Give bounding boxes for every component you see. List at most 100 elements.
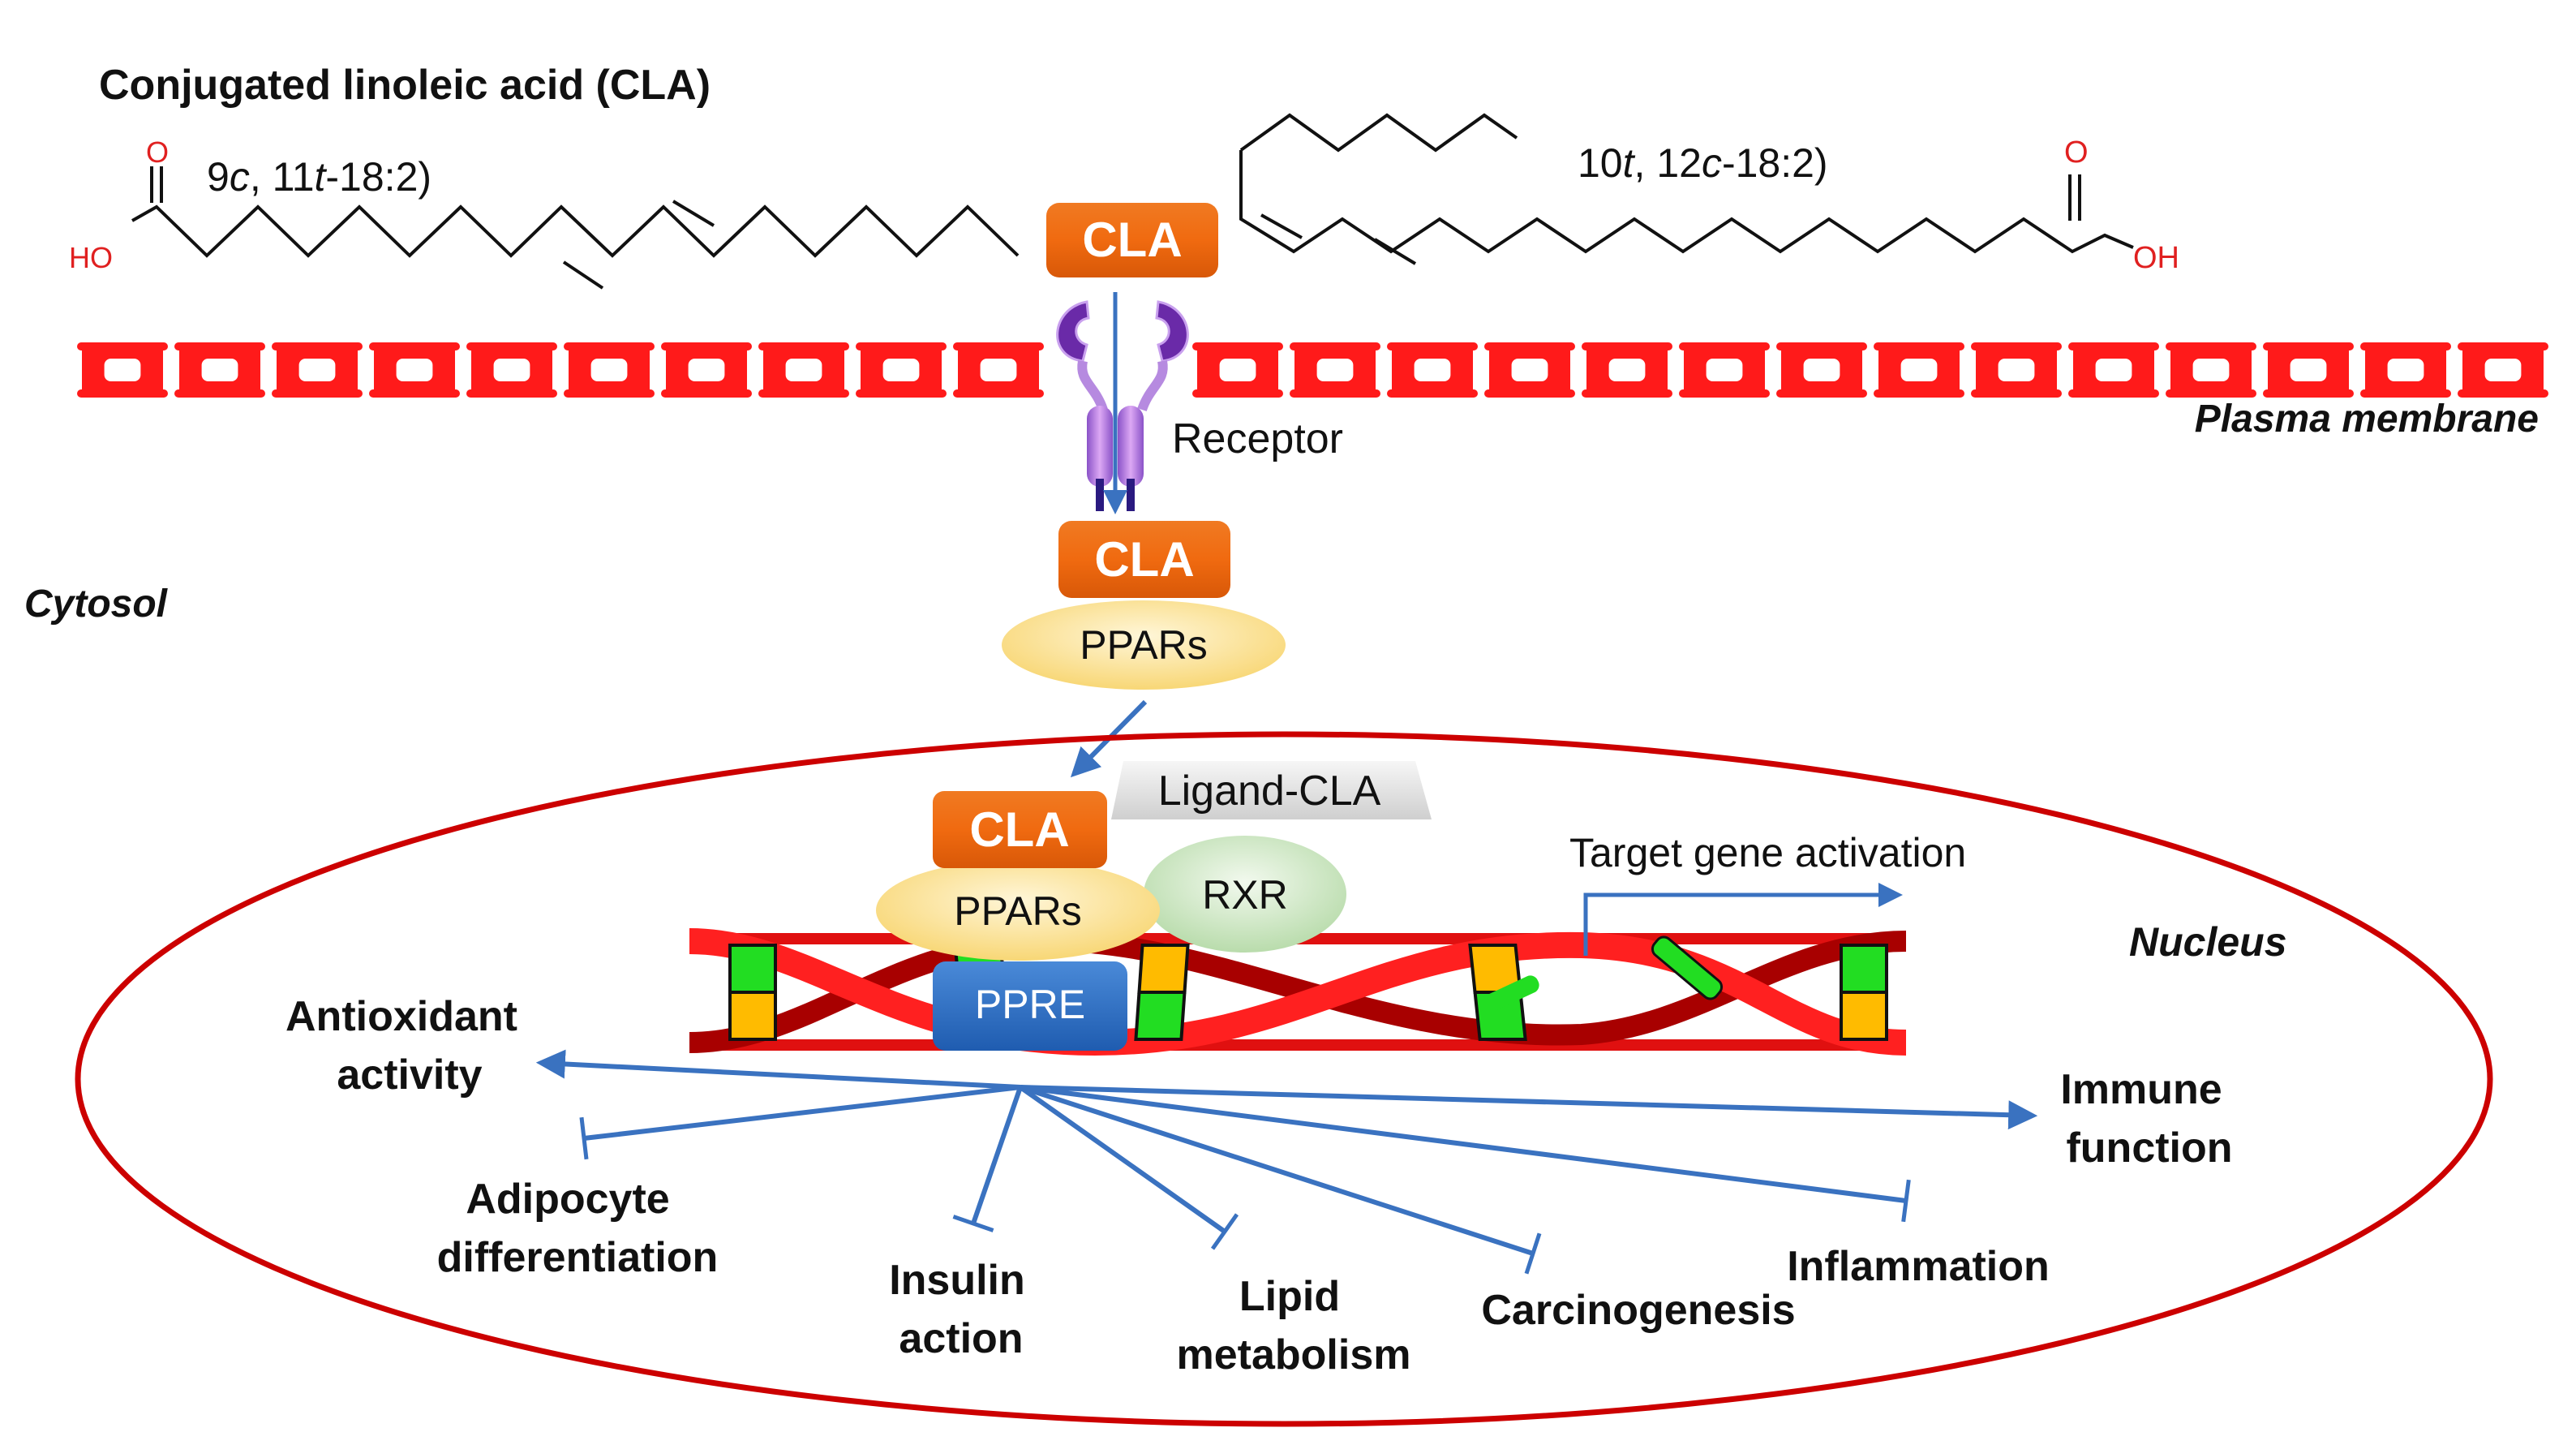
inhibition-bar-carcinogenesis bbox=[1524, 1232, 1542, 1275]
membrane-lipid-unit bbox=[856, 342, 947, 398]
receptor-left-binding-site bbox=[1056, 300, 1090, 363]
dna-base-pair bbox=[1134, 944, 1190, 1041]
membrane-lipid-unit bbox=[1874, 342, 1964, 398]
membrane-lipid-unit bbox=[1290, 342, 1380, 398]
effect-label-antioxidant: Antioxidant bbox=[286, 993, 517, 1040]
membrane-lipid-unit bbox=[1679, 342, 1770, 398]
diagram-title: Conjugated linoleic acid (CLA) bbox=[99, 62, 711, 109]
right-molecule-chain bbox=[1239, 150, 2134, 254]
effect-arrow-adipocyte bbox=[583, 1085, 1021, 1141]
effect-label-lipid-line2: metabolism bbox=[1177, 1331, 1411, 1378]
ligand-cla-tag: Ligand-CLA bbox=[1111, 761, 1432, 819]
membrane-lipid-unit bbox=[1192, 342, 1283, 398]
right-double-bond-1 bbox=[1260, 213, 1303, 239]
receptor-right-binding-site bbox=[1155, 300, 1189, 363]
cla-ppars-rxr-complex: RXR PPARs CLA PPRE bbox=[876, 791, 1346, 1051]
receptor-right-stalk bbox=[1137, 359, 1168, 412]
right-double-bond-2 bbox=[1373, 238, 1417, 265]
cla-box-nucleus-label: CLA bbox=[969, 802, 1069, 857]
ppars-nucleus-label: PPARs bbox=[954, 888, 1081, 934]
effect-arrow-immune bbox=[1020, 1085, 2038, 1130]
membrane-lipid-unit bbox=[564, 342, 655, 398]
inhibition-bar-insulin bbox=[952, 1215, 994, 1232]
right-carbonyl-oxygen: O bbox=[2064, 135, 2089, 170]
left-double-bond-1 bbox=[562, 260, 604, 290]
dna-bottom-strand bbox=[689, 1039, 1906, 1051]
ppars-cytosol-label: PPARs bbox=[1080, 622, 1207, 668]
cla-ppars-complex-cytosol: PPARs CLA bbox=[1002, 521, 1286, 690]
membrane-lipid-unit bbox=[661, 342, 752, 398]
dna-front-strand bbox=[689, 928, 1907, 1056]
membrane-lipid-unit bbox=[2166, 342, 2256, 398]
membrane-lipid-unit bbox=[1582, 342, 1672, 398]
effect-label-antioxidant-line2: activity bbox=[337, 1051, 482, 1099]
membrane-lipid-unit bbox=[953, 342, 1044, 398]
dna-base-pair bbox=[1840, 944, 1888, 1041]
left-cla-molecule: O HO 9c, 11t-18:2) bbox=[69, 135, 1020, 290]
receptor-label: Receptor bbox=[1172, 415, 1343, 462]
effect-arrow-lipid bbox=[1019, 1085, 1226, 1234]
membrane-lipid-unit bbox=[2360, 342, 2451, 398]
effect-arrow-inflammation bbox=[1020, 1085, 1907, 1203]
inhibition-bar-adipocyte bbox=[579, 1116, 589, 1160]
effect-label-lipid: Lipid bbox=[1239, 1273, 1340, 1320]
membrane-lipid-unit bbox=[369, 342, 460, 398]
effect-label-adipocyte: Adipocyte bbox=[466, 1176, 669, 1223]
dna-base-pair bbox=[1651, 935, 1724, 1000]
left-carbonyl-oxygen: O bbox=[146, 135, 169, 169]
right-molecule-tail bbox=[1239, 113, 1518, 153]
membrane-lipid-unit bbox=[2068, 342, 2159, 398]
cytosol-label: Cytosol bbox=[24, 583, 169, 626]
effect-arrow-antioxidant bbox=[535, 1049, 1021, 1090]
membrane-lipid-unit bbox=[758, 342, 849, 398]
membrane-lipid-unit bbox=[1971, 342, 2062, 398]
effect-label-immune: Immune bbox=[2060, 1066, 2222, 1113]
receptor-right-tail bbox=[1127, 479, 1135, 511]
effect-arrow-insulin bbox=[971, 1086, 1023, 1224]
effect-arrow-carcinogenesis bbox=[1020, 1085, 1534, 1256]
membrane-lipid-unit bbox=[1776, 342, 1867, 398]
cla-box-cytosol bbox=[1058, 521, 1230, 598]
right-molecule-label: 10t, 12c-18:2) bbox=[1578, 140, 1828, 186]
membrane-lipid-unit bbox=[466, 342, 557, 398]
inhibition-bar-inflammation bbox=[1901, 1179, 1911, 1223]
effect-label-insulin-line2: action bbox=[899, 1315, 1023, 1362]
plasma-membrane bbox=[77, 342, 2548, 398]
receptor-right-domain bbox=[1118, 406, 1144, 487]
nucleus-envelope bbox=[75, 731, 2493, 1427]
cla-box-nucleus bbox=[933, 791, 1107, 868]
right-cla-molecule: O OH 10t, 12c-18:2) bbox=[1239, 113, 2179, 275]
ppre-box bbox=[933, 961, 1127, 1051]
target-gene-label: Target gene activation bbox=[1569, 830, 1966, 875]
effect-label-immune-line2: function bbox=[2066, 1125, 2232, 1172]
ppars-ellipse-nucleus bbox=[876, 860, 1160, 961]
dna-base-pair bbox=[728, 944, 777, 1041]
nucleus-label: Nucleus bbox=[2129, 919, 2287, 965]
right-hydroxyl: OH bbox=[2133, 241, 2179, 275]
membrane-lipid-unit bbox=[1484, 342, 1575, 398]
left-molecule-label: 9c, 11t-18:2) bbox=[207, 154, 431, 200]
receptor bbox=[1056, 292, 1189, 514]
receptor-left-domain bbox=[1087, 406, 1113, 487]
rxr-label: RXR bbox=[1202, 872, 1288, 918]
target-gene-arrow bbox=[1583, 883, 1903, 956]
membrane-lipid-unit bbox=[174, 342, 265, 398]
left-molecule-chain bbox=[131, 204, 1020, 258]
effect-label-adipocyte-line2: differentiation bbox=[437, 1234, 719, 1281]
ppars-ellipse-cytosol bbox=[1002, 600, 1286, 690]
cla-box-extracellular-label: CLA bbox=[1082, 213, 1182, 267]
ligand-cla-label: Ligand-CLA bbox=[1158, 768, 1381, 815]
membrane-lipid-unit bbox=[2263, 342, 2354, 398]
receptor-left-stalk bbox=[1077, 359, 1108, 412]
receptor-left-tail bbox=[1096, 479, 1104, 511]
plasma-membrane-label: Plasma membrane bbox=[2195, 398, 2539, 441]
membrane-lipid-unit bbox=[272, 342, 363, 398]
cla-box-cytosol-label: CLA bbox=[1094, 532, 1194, 587]
cla-box-extracellular: CLA bbox=[1046, 203, 1218, 277]
membrane-lipid-unit bbox=[77, 342, 168, 398]
effect-label-inflammation: Inflammation bbox=[1787, 1243, 2050, 1290]
dna-base-pair bbox=[1478, 975, 1539, 1014]
membrane-lipid-unit bbox=[1387, 342, 1478, 398]
membrane-lipid-unit bbox=[2458, 342, 2548, 398]
